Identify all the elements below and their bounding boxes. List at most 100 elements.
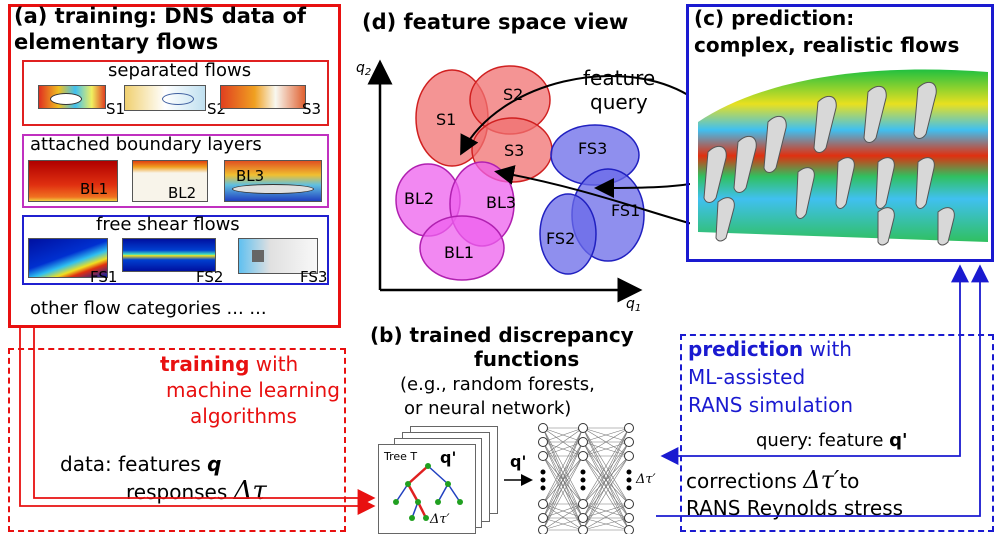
data-features-text: data: features <box>60 452 208 476</box>
caption-bl1: BL1 <box>80 180 109 198</box>
nn-q-prime: q' <box>510 452 527 471</box>
thumb-s3 <box>220 85 306 109</box>
panel-c-title-line2: complex, realistic flows <box>694 33 960 57</box>
corrections-to: to <box>839 469 860 493</box>
panel-a-box <box>8 4 341 328</box>
corrections-arrow <box>656 264 989 517</box>
nn-edge <box>582 455 630 531</box>
label-s1: S1 <box>436 110 456 129</box>
corrections-delta-tau: Δτ′ <box>803 466 840 494</box>
other-categories: other flow categories ... ... <box>30 298 267 319</box>
nn-edge <box>542 503 584 531</box>
training-line2: machine learning <box>166 378 340 402</box>
nn-node <box>538 499 548 509</box>
nn-edge <box>542 427 584 519</box>
feature-query-line2: query <box>590 90 648 114</box>
thumb-fs1 <box>28 238 108 278</box>
query-arrow-3 <box>494 165 690 225</box>
nn-edge <box>582 517 630 531</box>
group-separated-flows <box>22 60 329 126</box>
ellipse-fs2 <box>539 193 597 275</box>
corrections-text: corrections <box>686 469 804 493</box>
nn-edge <box>582 503 630 531</box>
group-separated-title: separated flows <box>108 60 252 81</box>
panel-b-sub-line2: or neural network) <box>404 398 572 419</box>
caption-s3: S3 <box>302 100 322 118</box>
prediction-line3: RANS simulation <box>688 393 854 417</box>
label-s3: S3 <box>504 141 524 160</box>
group-free-shear <box>22 215 329 285</box>
panel-b-sub-line1: (e.g., random forests, <box>400 374 595 395</box>
panel-b-title-line1: (b) trained discrepancy <box>370 323 634 347</box>
nn-edge <box>542 427 584 505</box>
thumb-fs2 <box>122 238 216 272</box>
neural-network <box>504 423 634 534</box>
nn-node <box>578 451 588 461</box>
nn-edge <box>542 441 584 531</box>
caption-fs1: FS1 <box>90 268 118 286</box>
query-arrow-blue <box>660 447 961 465</box>
tree-label: Tree T <box>384 450 418 463</box>
tree-delta-tau: Δτ′ <box>430 512 450 527</box>
nn-edge <box>542 427 584 457</box>
nn-node <box>538 451 548 461</box>
feature-query-line1: feature <box>583 66 656 90</box>
nn-edge <box>582 427 630 531</box>
nn-edge <box>542 427 584 443</box>
responses-text: responses <box>126 480 234 504</box>
prediction-line2: ML-assisted <box>688 365 806 389</box>
training-data-line: data: features q <box>60 452 221 476</box>
nn-node <box>538 525 548 534</box>
nn-delta-tau: Δτ′ <box>636 472 656 487</box>
nn-node <box>538 513 548 523</box>
nn-node <box>624 525 634 534</box>
nn-edge <box>582 427 630 519</box>
training-arrow-2 <box>33 328 376 507</box>
label-bl1: BL1 <box>444 243 474 262</box>
responses-delta-tau: Δτ <box>233 476 267 506</box>
nn-node <box>578 525 588 534</box>
turbomachinery-flow-image <box>698 69 988 246</box>
nn-node <box>578 513 588 523</box>
nn-edge <box>542 427 584 531</box>
panel-c-title-line1: (c) prediction: <box>694 6 855 30</box>
query-feature-text: query: feature <box>756 430 890 451</box>
training-with: with <box>249 352 299 376</box>
feature-space-plot: S1 S2 S3 BL2 BL3 BL1 FS3 FS1 FS2 q2 q1 <box>356 59 690 314</box>
nn-node <box>624 499 634 509</box>
nn-node <box>538 437 548 447</box>
panel-a-title-line1: (a) training: DNS data of <box>14 4 307 28</box>
thumb-bl3 <box>224 160 322 202</box>
nn-node <box>624 513 634 523</box>
panel-d-title: (d) feature space view <box>362 10 629 34</box>
nn-edge <box>542 441 584 519</box>
tree-q-prime: q' <box>440 448 457 467</box>
prediction-box <box>680 334 994 532</box>
training-arrow-1 <box>19 328 376 515</box>
caption-bl2: BL2 <box>168 184 197 202</box>
training-line1: training with <box>160 352 298 376</box>
caption-s1: S1 <box>106 100 126 118</box>
thumb-bl3-airfoil <box>232 184 314 194</box>
nn-node <box>578 499 588 509</box>
prediction-corrections-line: corrections Δτ′to <box>686 466 859 494</box>
training-word: training <box>160 352 250 376</box>
query-arrow-2 <box>594 177 690 198</box>
training-responses-line: responses Δτ <box>126 476 267 506</box>
thumb-s1-bump <box>50 93 82 105</box>
nn-edge <box>582 441 630 531</box>
ellipse-bl1 <box>419 215 505 281</box>
prediction-word: prediction <box>688 337 804 361</box>
nn-edge <box>582 427 630 505</box>
thumb-fs3-block <box>252 250 264 262</box>
nn-edge <box>582 455 630 519</box>
thumb-fs3 <box>238 238 318 274</box>
label-bl2: BL2 <box>404 189 434 208</box>
prediction-with: with <box>803 337 852 361</box>
thumb-bl2 <box>132 160 208 202</box>
nn-edge <box>582 427 630 457</box>
thumb-bl1 <box>28 160 118 202</box>
axis-y-label: q2 <box>356 60 371 78</box>
